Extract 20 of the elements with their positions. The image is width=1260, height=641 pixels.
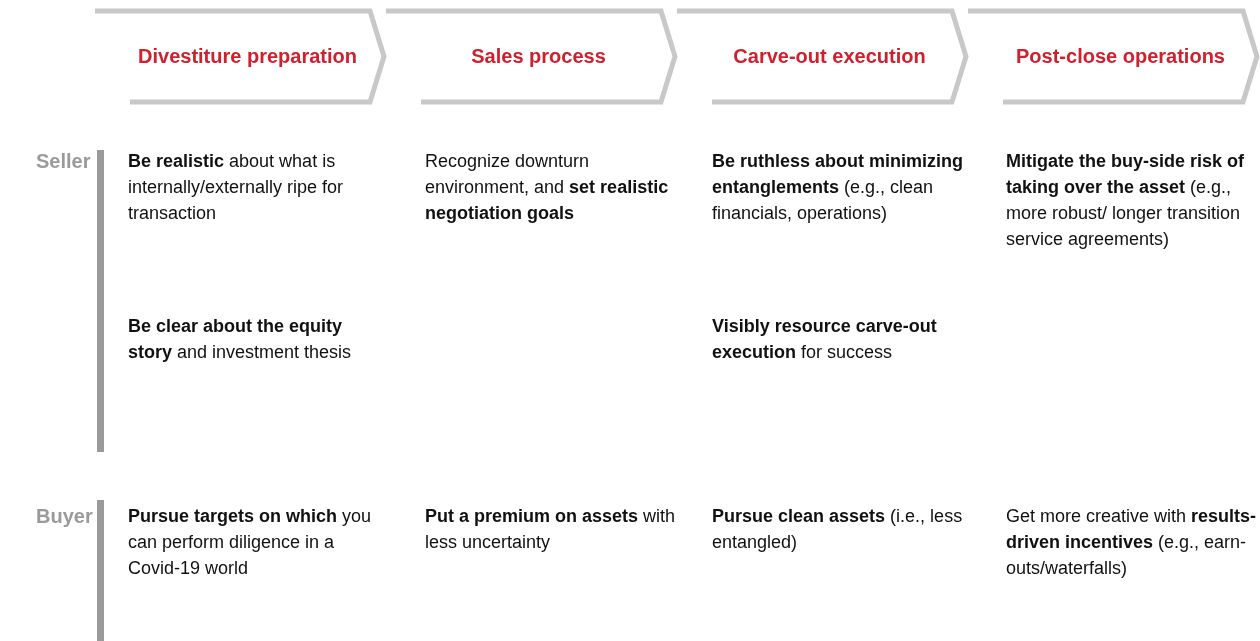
chevron-step: [968, 8, 1260, 105]
note-text: Get more creative with results-driven incentives (e.g., earn-outs/waterfalls): [1006, 505, 1258, 580]
note-text: Visibly resource carve-out execution for success: [712, 315, 938, 364]
note-text: Be clear about the equity story and investment thesis: [128, 315, 353, 364]
chevron-step: [386, 8, 678, 105]
note-text: Be realistic about what is internally/externally ripe for transaction: [128, 150, 345, 225]
note-text: Recognize downturn environment, and set realistic negotiation goals: [425, 150, 670, 225]
step-title: Post-close operations: [1016, 44, 1225, 69]
row-label: Seller: [36, 149, 91, 174]
note-text: Be ruthless about minimizing entanglements (e.g., clean financials, operations): [712, 150, 965, 225]
step-title: Sales process: [471, 44, 606, 69]
note-text: Mitigate the buy-side risk of taking over the asset (e.g., more robust/ longer transition service agreements): [1006, 150, 1246, 251]
chevron-step: [677, 8, 969, 105]
row-label: Buyer: [36, 504, 93, 529]
step-title: Carve-out execution: [733, 44, 926, 69]
step-title: Divestiture preparation: [138, 44, 357, 69]
chevron-step: [95, 8, 387, 105]
note-text: Put a premium on assets with less uncertainty: [425, 505, 677, 554]
note-text: Pursue targets on which you can perform diligence in a Covid-19 world: [128, 505, 373, 580]
note-text: Pursue clean assets (i.e., less entangled): [712, 505, 964, 554]
